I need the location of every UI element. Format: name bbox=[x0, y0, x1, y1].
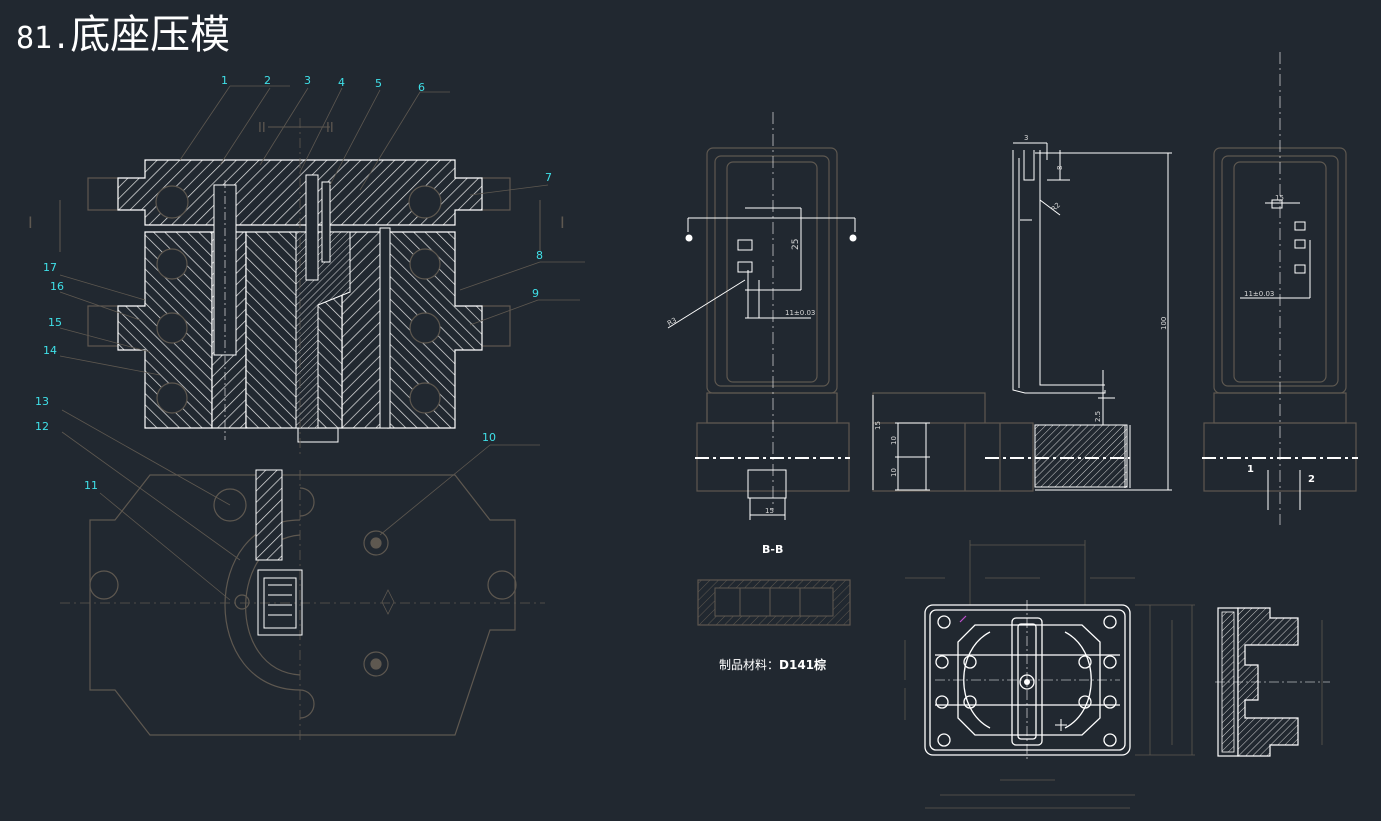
section-label-bb: B-B bbox=[762, 543, 783, 556]
dim-11-front: 11±0.03 bbox=[785, 309, 815, 317]
dim-15-right: 15 bbox=[1275, 194, 1284, 202]
dim-10b: 10 bbox=[890, 468, 898, 477]
svg-text:II: II bbox=[326, 121, 334, 136]
title-name: 底座压模 bbox=[70, 12, 231, 58]
plan-cavity bbox=[257, 569, 303, 636]
part-label-4: 4 bbox=[338, 76, 345, 89]
part-labels: 1 2 3 4 5 6 7 8 9 10 11 12 13 14 15 16 1… bbox=[35, 74, 552, 492]
part-label-10: 10 bbox=[482, 431, 496, 444]
page-title: 81.底座压模 bbox=[16, 2, 230, 60]
part-view-side: 100 15 10 10 2.5 3 8 R2 bbox=[872, 134, 1172, 492]
part-view-front: 25 11±0.03 R3 15 B-B bbox=[666, 112, 857, 556]
dim-10a: 10 bbox=[890, 436, 898, 445]
position-2: 2 bbox=[1308, 474, 1315, 485]
part-label-2: 2 bbox=[264, 74, 271, 87]
part-label-6: 6 bbox=[418, 81, 425, 94]
dim-r3: R3 bbox=[666, 316, 678, 328]
section-mark-left: I bbox=[28, 213, 33, 232]
dim-15: 15 bbox=[765, 507, 774, 515]
material-value: D141棕 bbox=[779, 658, 827, 672]
part-label-9: 9 bbox=[532, 287, 539, 300]
plan-insert bbox=[255, 469, 283, 561]
part-label-7: 7 bbox=[545, 171, 552, 184]
part-view-right: 11±0.03 15 1 2 bbox=[1202, 52, 1358, 525]
part-label-15: 15 bbox=[48, 316, 62, 329]
dim-3: 3 bbox=[1024, 134, 1028, 142]
title-number: 81. bbox=[16, 21, 71, 56]
position-1: 1 bbox=[1247, 464, 1254, 475]
part-label-13: 13 bbox=[35, 395, 49, 408]
section-mark-right: I bbox=[560, 213, 565, 232]
dim-100: 100 bbox=[1160, 317, 1168, 330]
part-label-16: 16 bbox=[50, 280, 64, 293]
material-note: 制品材料：D141棕 bbox=[719, 656, 826, 673]
part-label-11: 11 bbox=[84, 479, 98, 492]
dim-2-5: 2.5 bbox=[1094, 411, 1102, 422]
part-plan-view bbox=[904, 540, 1195, 809]
part-label-17: 17 bbox=[43, 261, 57, 274]
dim-15-side: 15 bbox=[874, 421, 882, 430]
part-label-1: 1 bbox=[221, 74, 228, 87]
dim-25: 25 bbox=[791, 239, 801, 250]
mold-assembly-section: II II I I bbox=[28, 118, 565, 455]
part-section-small bbox=[1215, 607, 1330, 757]
part-label-14: 14 bbox=[43, 344, 57, 357]
dim-11-right: 11±0.03 bbox=[1244, 290, 1274, 298]
material-label: 制品材料： bbox=[719, 658, 780, 672]
small-section-view bbox=[697, 579, 851, 626]
dim-8: 8 bbox=[1056, 166, 1064, 170]
part-label-12: 12 bbox=[35, 420, 49, 433]
part-label-5: 5 bbox=[375, 77, 382, 90]
part-label-8: 8 bbox=[536, 249, 543, 262]
part-label-3: 3 bbox=[304, 74, 311, 87]
section-mark-top: II bbox=[258, 121, 266, 136]
dim-r2: R2 bbox=[1050, 201, 1062, 213]
